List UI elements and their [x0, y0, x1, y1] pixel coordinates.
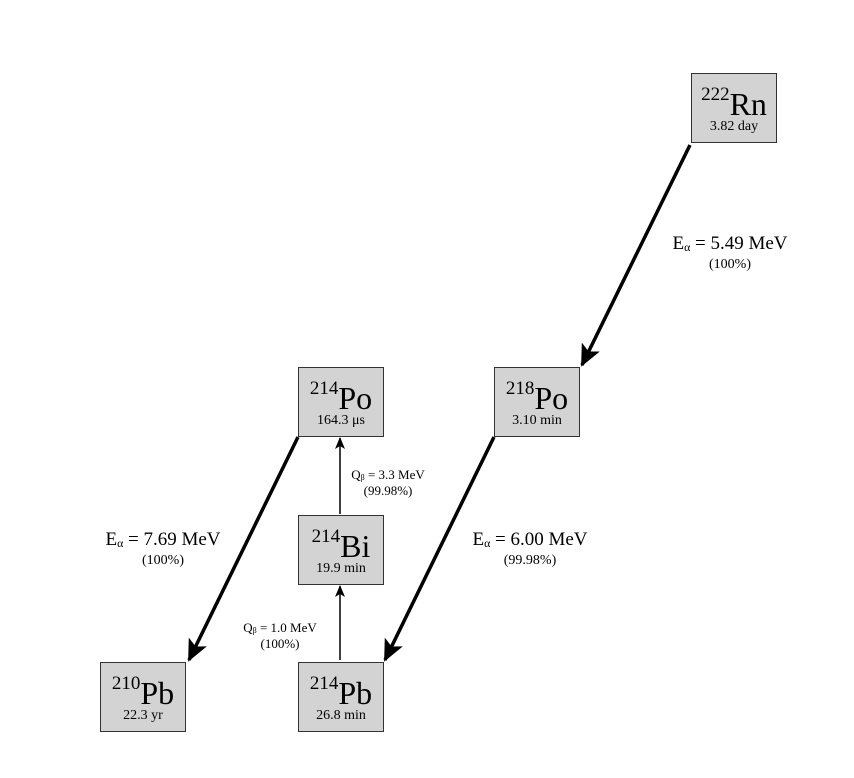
half-life: 26.8 min — [316, 708, 366, 723]
half-life: 22.3 yr — [123, 708, 163, 723]
decay-label-bi214-po214: Qβ = 3.3 MeV (99.98%) — [338, 467, 438, 500]
mass-number: 214 — [309, 378, 339, 399]
arrow-po218-to-pb214 — [383, 436, 496, 662]
nuclide-pb210: 210Pb 22.3 yr — [100, 662, 186, 732]
half-life: 3.10 min — [512, 413, 562, 428]
branching-ratio: (100%) — [142, 552, 184, 568]
element-symbol: Po — [338, 380, 373, 416]
mass-number: 218 — [505, 378, 535, 399]
decay-energy: Eα = 5.49 MeV — [672, 233, 788, 254]
branching-ratio: (99.98%) — [503, 552, 557, 568]
element-symbol: Pb — [140, 675, 175, 711]
nuclide-po218: 218Po 3.10 min — [494, 367, 580, 437]
mass-number: 214 — [309, 673, 339, 694]
decay-label-po214-pb210: Eα = 7.69 MeV (100%) — [88, 528, 238, 569]
half-life: 19.9 min — [316, 561, 366, 576]
element-symbol: Po — [534, 380, 569, 416]
nuclide-bi214: 214Bi 19.9 min — [298, 515, 384, 585]
half-life: 164.3 μs — [317, 413, 365, 428]
mass-number: 222 — [701, 84, 730, 105]
nuclide-rn222: 222Rn 3.82 day — [691, 73, 777, 143]
arrow-rn222-to-po218 — [580, 144, 692, 367]
decay-label-po218-pb214: Eα = 6.00 MeV (99.98%) — [455, 528, 605, 569]
decay-energy: Eα = 7.69 MeV — [105, 529, 221, 550]
element-symbol: Rn — [729, 86, 767, 122]
decay-label-pb214-bi214: Qβ = 1.0 MeV (100%) — [230, 620, 330, 653]
arrow-po214-to-pb210 — [187, 436, 300, 662]
element-symbol: Pb — [338, 675, 373, 711]
nuclide-pb214: 214Pb 26.8 min — [298, 662, 384, 732]
branching-ratio: (100%) — [260, 636, 300, 652]
mass-number: 210 — [111, 673, 141, 694]
decay-energy: Qβ = 3.3 MeV — [351, 467, 425, 483]
branching-ratio: (99.98%) — [363, 483, 413, 499]
nuclide-po214: 214Po 164.3 μs — [298, 367, 384, 437]
decay-label-rn222-po218: Eα = 5.49 MeV (100%) — [655, 232, 805, 273]
element-symbol: Bi — [340, 528, 371, 564]
branching-ratio: (100%) — [709, 256, 751, 272]
decay-energy: Qβ = 1.0 MeV — [243, 620, 317, 636]
half-life: 3.82 day — [709, 119, 759, 134]
decay-energy: Eα = 6.00 MeV — [472, 529, 588, 550]
mass-number: 214 — [311, 526, 341, 547]
